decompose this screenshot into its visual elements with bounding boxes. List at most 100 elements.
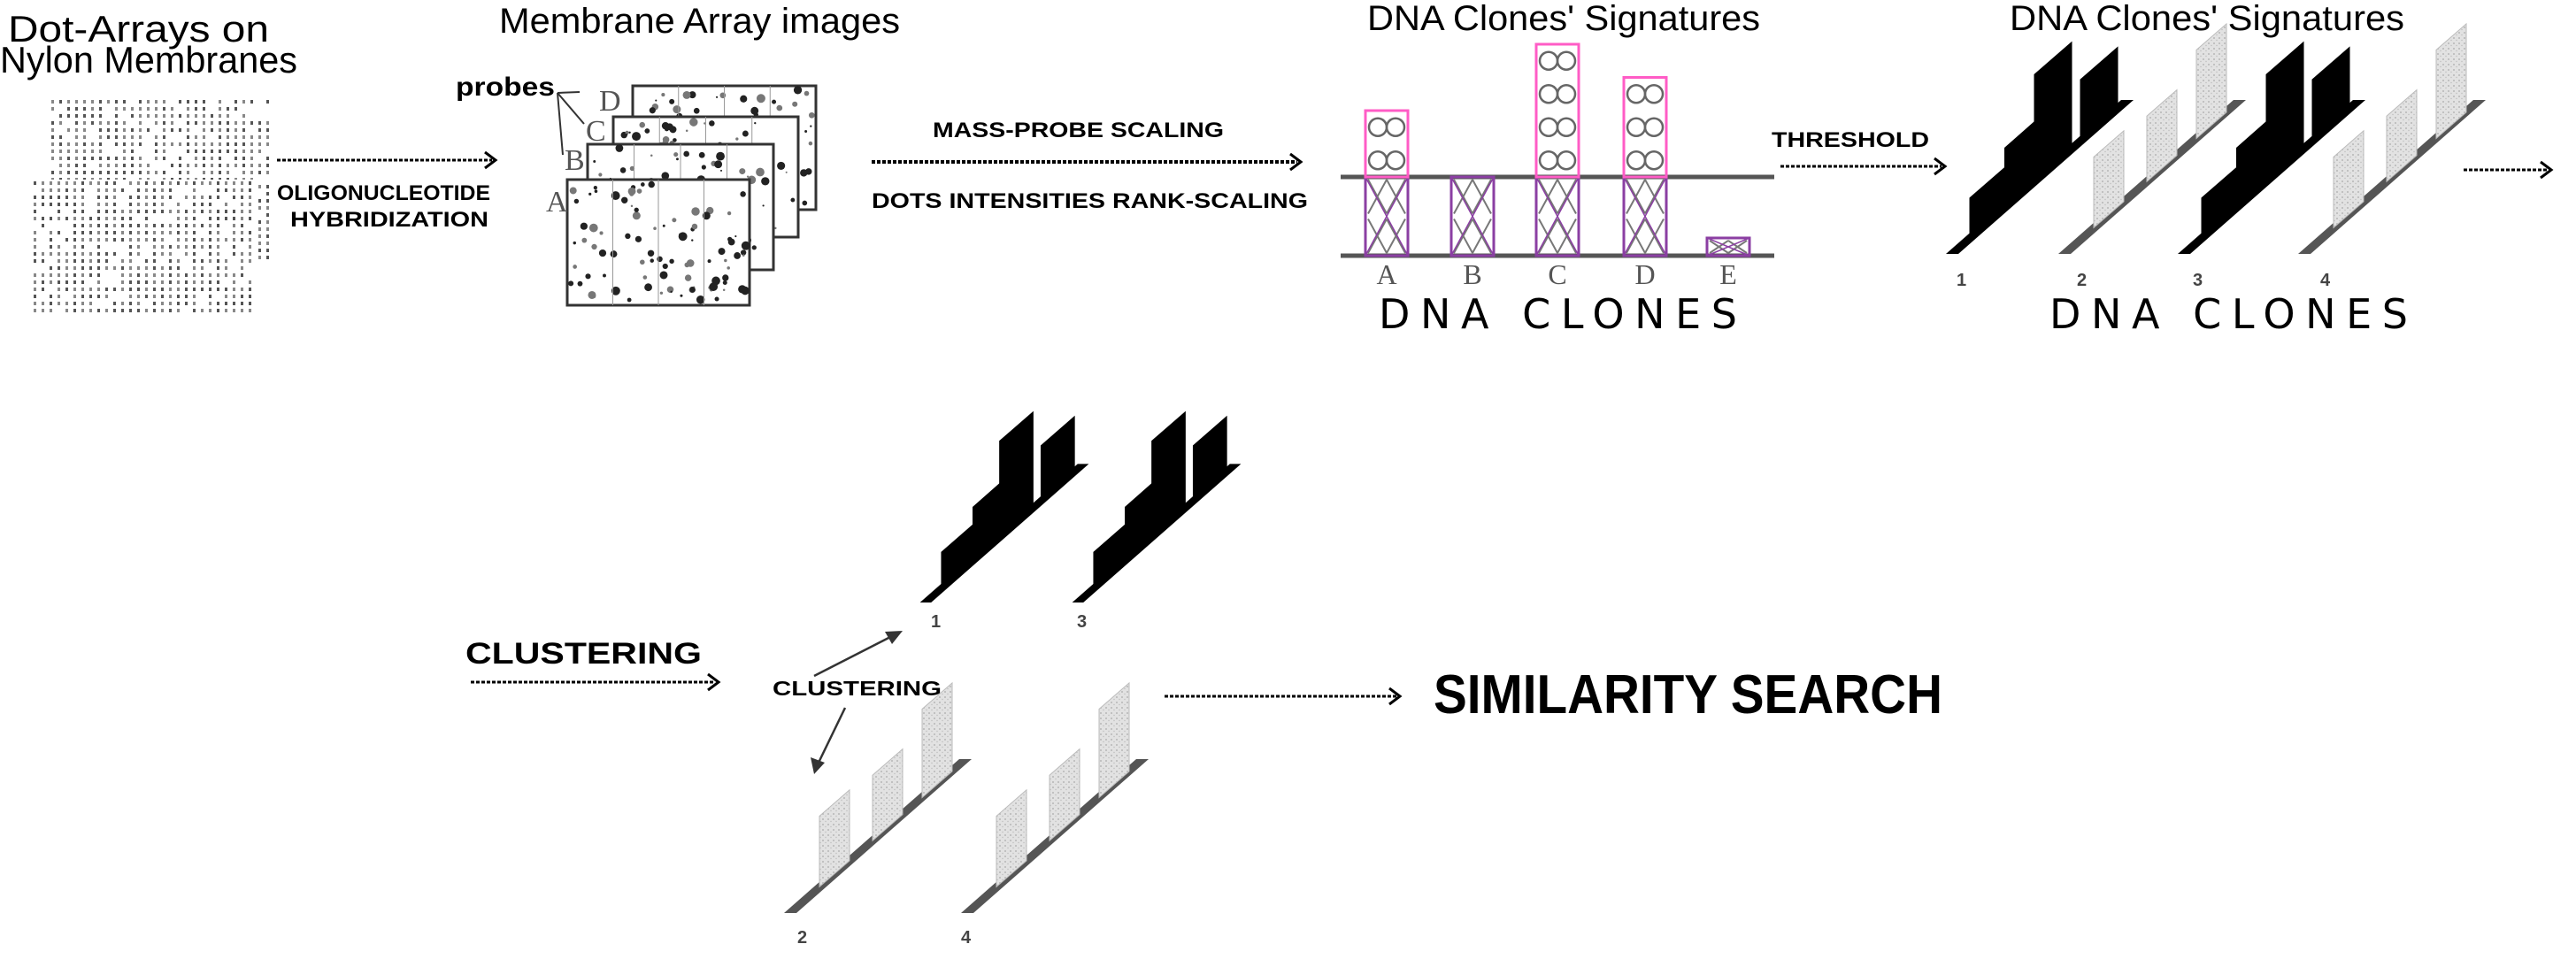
xx-mark (1367, 179, 1406, 214)
cluster-arrow-down (817, 707, 847, 764)
bar-diagonal (1623, 176, 1667, 257)
clone-number-4: 4 (2320, 271, 2331, 290)
xx-mark (1367, 219, 1406, 254)
bar-diagonal (1535, 176, 1580, 257)
oo-mark (1643, 84, 1665, 104)
clone-number-2: 2 (2077, 271, 2087, 290)
bar-diagonal (1365, 176, 1409, 257)
probes-label: probes (456, 73, 555, 102)
oo-mark (1556, 84, 1577, 104)
signature-flag (2333, 129, 2365, 229)
signatures-title-2: DNA Clones' Signatures (2010, 0, 2404, 38)
signature-flag (2202, 121, 2266, 238)
dot-arrays-title-line1: Dot-Arrays on (8, 8, 269, 50)
oo-mark (1538, 117, 1559, 137)
xx-mark (1626, 179, 1665, 214)
membrane-label-A: A (546, 186, 568, 219)
arrow-similarity (1165, 687, 1403, 706)
bar-B: B (1449, 175, 1496, 290)
probe-bracket (557, 92, 585, 125)
bar-label-B: B (1463, 258, 1481, 290)
signature-flag (2435, 22, 2467, 140)
oo-mark (1556, 117, 1577, 137)
arrow-head-icon (811, 757, 825, 774)
signature-flag (1040, 415, 1075, 503)
similarity-search-label: SIMILARITY SEARCH (1434, 664, 1942, 725)
oo-mark (1538, 84, 1559, 104)
oo-mark (1626, 150, 1647, 171)
bar-diagonal (1450, 176, 1495, 257)
oo-mark (1367, 150, 1388, 171)
signature-flag (819, 788, 850, 888)
probe-bracket (557, 92, 564, 156)
signature-flag (999, 411, 1034, 539)
dot-arrays-title-line2: Nylon Membranes (0, 39, 297, 81)
membrane-label-D: D (599, 85, 621, 118)
clone-signature-bars: A B C D E (1341, 42, 1774, 290)
bar-A: A (1364, 109, 1410, 290)
bar-label-E: E (1719, 258, 1737, 290)
signature-flag (1151, 411, 1186, 539)
probe-bracket (557, 91, 581, 94)
bar-upper-segment (1622, 76, 1668, 179)
dna-clones-label-2: DNA CLONES (2049, 290, 2408, 338)
clustered-signatures: 1 3 2 4 (784, 411, 1242, 948)
signature-4 (961, 681, 1149, 913)
membrane-array-title: Membrane Array images (499, 2, 900, 41)
bar-E: E (1705, 236, 1751, 290)
bar-lower-segment (1449, 175, 1496, 257)
signature-flag (2093, 129, 2125, 229)
oo-mark (1626, 84, 1647, 104)
hybridization-label-line2: HYBRIDIZATION (290, 208, 488, 232)
threshold-label: THRESHOLD (1772, 128, 1929, 152)
xx-mark (1453, 179, 1492, 214)
signature-4 (2298, 22, 2486, 254)
signature-2 (784, 681, 972, 913)
arrow-head-icon (1388, 687, 1403, 706)
clone-number-1: 1 (931, 612, 941, 632)
signature-1 (919, 411, 1089, 602)
bar-label-D: D (1634, 258, 1655, 290)
arrow-threshold (1780, 157, 1948, 176)
signature-flag (2146, 88, 2178, 183)
xx-mark (1709, 240, 1748, 254)
signature-flag (2034, 41, 2072, 183)
oo-mark (1385, 150, 1406, 171)
clone-number-2: 2 (797, 928, 807, 948)
oo-mark (1626, 117, 1647, 137)
xx-mark (1538, 179, 1577, 214)
arrow-head-icon (1934, 157, 1948, 176)
membrane-label-C: C (586, 115, 606, 148)
bar-label-C: C (1548, 258, 1566, 290)
arrow-head-icon (484, 150, 498, 170)
dot-array-membrane-image (32, 100, 269, 312)
signature-flag (921, 681, 953, 799)
arrow-hybridization (277, 150, 498, 170)
bar-D: D (1622, 76, 1668, 290)
oo-mark (1556, 50, 1577, 71)
bar-upper-segment (1364, 109, 1410, 179)
signature-flag (2195, 22, 2227, 140)
clone-number-3: 3 (1077, 612, 1087, 632)
signature-flag (996, 788, 1027, 888)
clone-number-3: 3 (2193, 271, 2203, 290)
oo-mark (1538, 150, 1559, 171)
signature-flag (1093, 483, 1152, 588)
bar-diagonal (1706, 237, 1750, 257)
oo-mark (1643, 150, 1665, 171)
membrane-A: A (546, 178, 751, 307)
dna-clones-label-1: DNA CLONES (1379, 290, 1737, 338)
arrow-clustering (471, 672, 721, 692)
xx-mark (1538, 219, 1577, 254)
clone-number-4: 4 (961, 928, 972, 948)
signatures-title-1: DNA Clones' Signatures (1367, 0, 1760, 38)
bar-C: C (1534, 42, 1580, 290)
signature-1 (1946, 41, 2134, 254)
arrow-head-icon (885, 631, 903, 644)
clustering-step-label: CLUSTERING (465, 637, 702, 671)
membrane-label-B: B (565, 144, 585, 177)
cluster-arrow-up (813, 633, 895, 678)
